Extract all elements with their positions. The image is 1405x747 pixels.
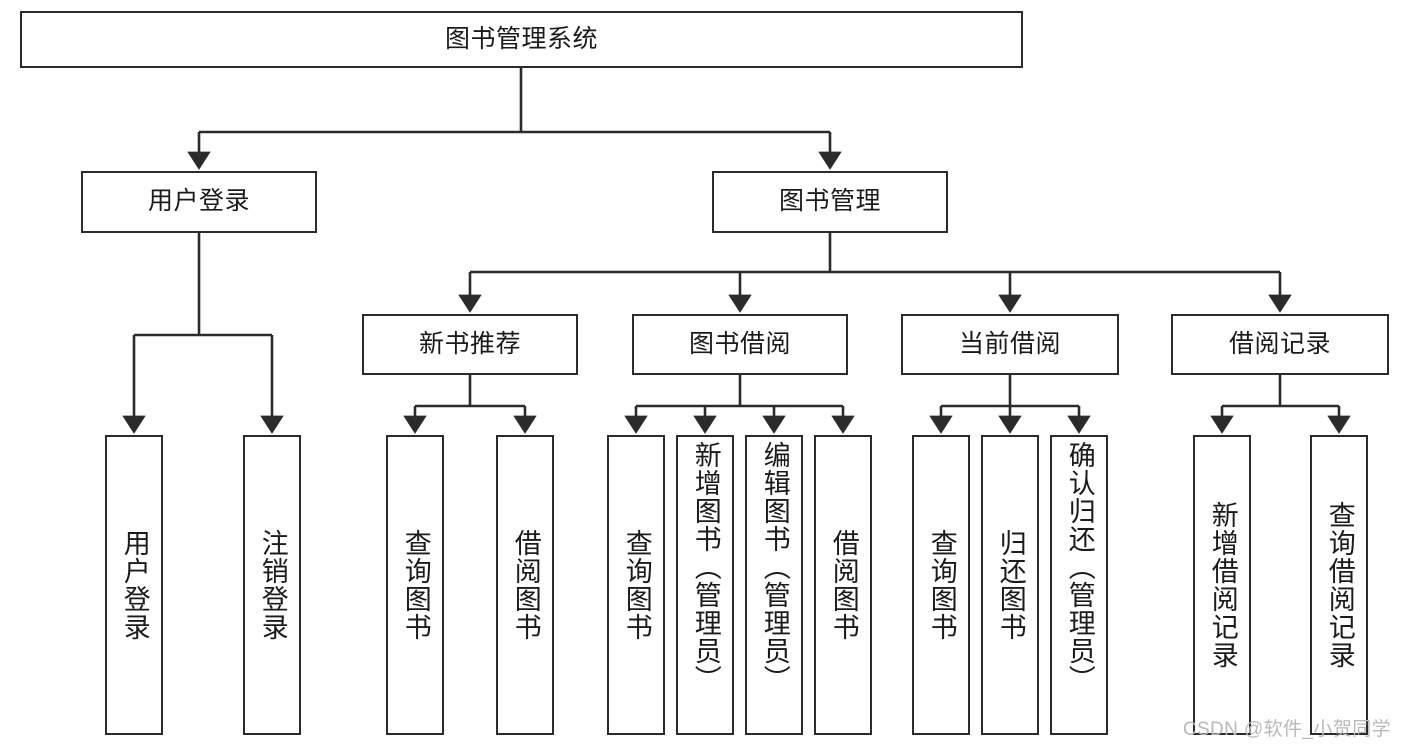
node-leaf-query-book-recommend[interactable]: 查询图书 bbox=[386, 435, 444, 735]
node-label: 查询图书 bbox=[926, 529, 957, 641]
node-new-book-recommend[interactable]: 新书推荐 bbox=[362, 314, 578, 375]
node-label: 用户登录 bbox=[119, 529, 150, 641]
node-leaf-add-borrow-record[interactable]: 新增借阅记录 bbox=[1193, 435, 1251, 735]
node-label: 借阅记录 bbox=[1228, 329, 1331, 358]
node-label: 新增图书（管理员） bbox=[690, 441, 721, 693]
node-label: 新书推荐 bbox=[418, 329, 521, 358]
node-borrow-record[interactable]: 借阅记录 bbox=[1171, 314, 1389, 375]
node-leaf-user-login[interactable]: 用户登录 bbox=[105, 435, 163, 735]
node-book-management[interactable]: 图书管理 bbox=[712, 171, 948, 233]
node-label: 查询借阅记录 bbox=[1324, 501, 1355, 669]
node-label: 查询图书 bbox=[621, 529, 652, 641]
node-leaf-query-book-current[interactable]: 查询图书 bbox=[912, 435, 970, 735]
node-user-login[interactable]: 用户登录 bbox=[81, 171, 317, 233]
node-label: 编辑图书（管理员） bbox=[759, 441, 790, 693]
node-book-borrow[interactable]: 图书借阅 bbox=[632, 314, 848, 375]
node-current-borrow[interactable]: 当前借阅 bbox=[901, 314, 1119, 375]
node-label: 借阅图书 bbox=[510, 529, 541, 641]
node-leaf-confirm-return-admin[interactable]: 确认归还（管理员） bbox=[1050, 435, 1108, 735]
node-leaf-borrow-book-recommend[interactable]: 借阅图书 bbox=[496, 435, 554, 735]
node-label: 用户登录 bbox=[147, 187, 250, 216]
node-label: 注销登录 bbox=[257, 529, 288, 641]
node-label: 当前借阅 bbox=[958, 329, 1061, 358]
node-label: 图书管理系统 bbox=[444, 24, 598, 53]
node-label: 确认归还（管理员） bbox=[1064, 441, 1095, 693]
node-label: 借阅图书 bbox=[828, 529, 859, 641]
node-label: 归还图书 bbox=[995, 529, 1026, 641]
node-label: 新增借阅记录 bbox=[1207, 501, 1238, 669]
node-root-library-system[interactable]: 图书管理系统 bbox=[20, 11, 1023, 68]
csdn-watermark: CSDN @软件_小贺同学 bbox=[1182, 719, 1391, 740]
node-leaf-logout[interactable]: 注销登录 bbox=[243, 435, 301, 735]
node-leaf-query-book-borrow[interactable]: 查询图书 bbox=[607, 435, 665, 735]
node-label: 图书借阅 bbox=[688, 329, 791, 358]
node-label: 查询图书 bbox=[400, 529, 431, 641]
node-leaf-add-book-admin[interactable]: 新增图书（管理员） bbox=[676, 435, 734, 735]
node-leaf-query-borrow-record[interactable]: 查询借阅记录 bbox=[1310, 435, 1368, 735]
node-leaf-edit-book-admin[interactable]: 编辑图书（管理员） bbox=[745, 435, 803, 735]
node-leaf-borrow-book[interactable]: 借阅图书 bbox=[814, 435, 872, 735]
node-label: 图书管理 bbox=[778, 187, 881, 216]
node-leaf-return-book[interactable]: 归还图书 bbox=[981, 435, 1039, 735]
